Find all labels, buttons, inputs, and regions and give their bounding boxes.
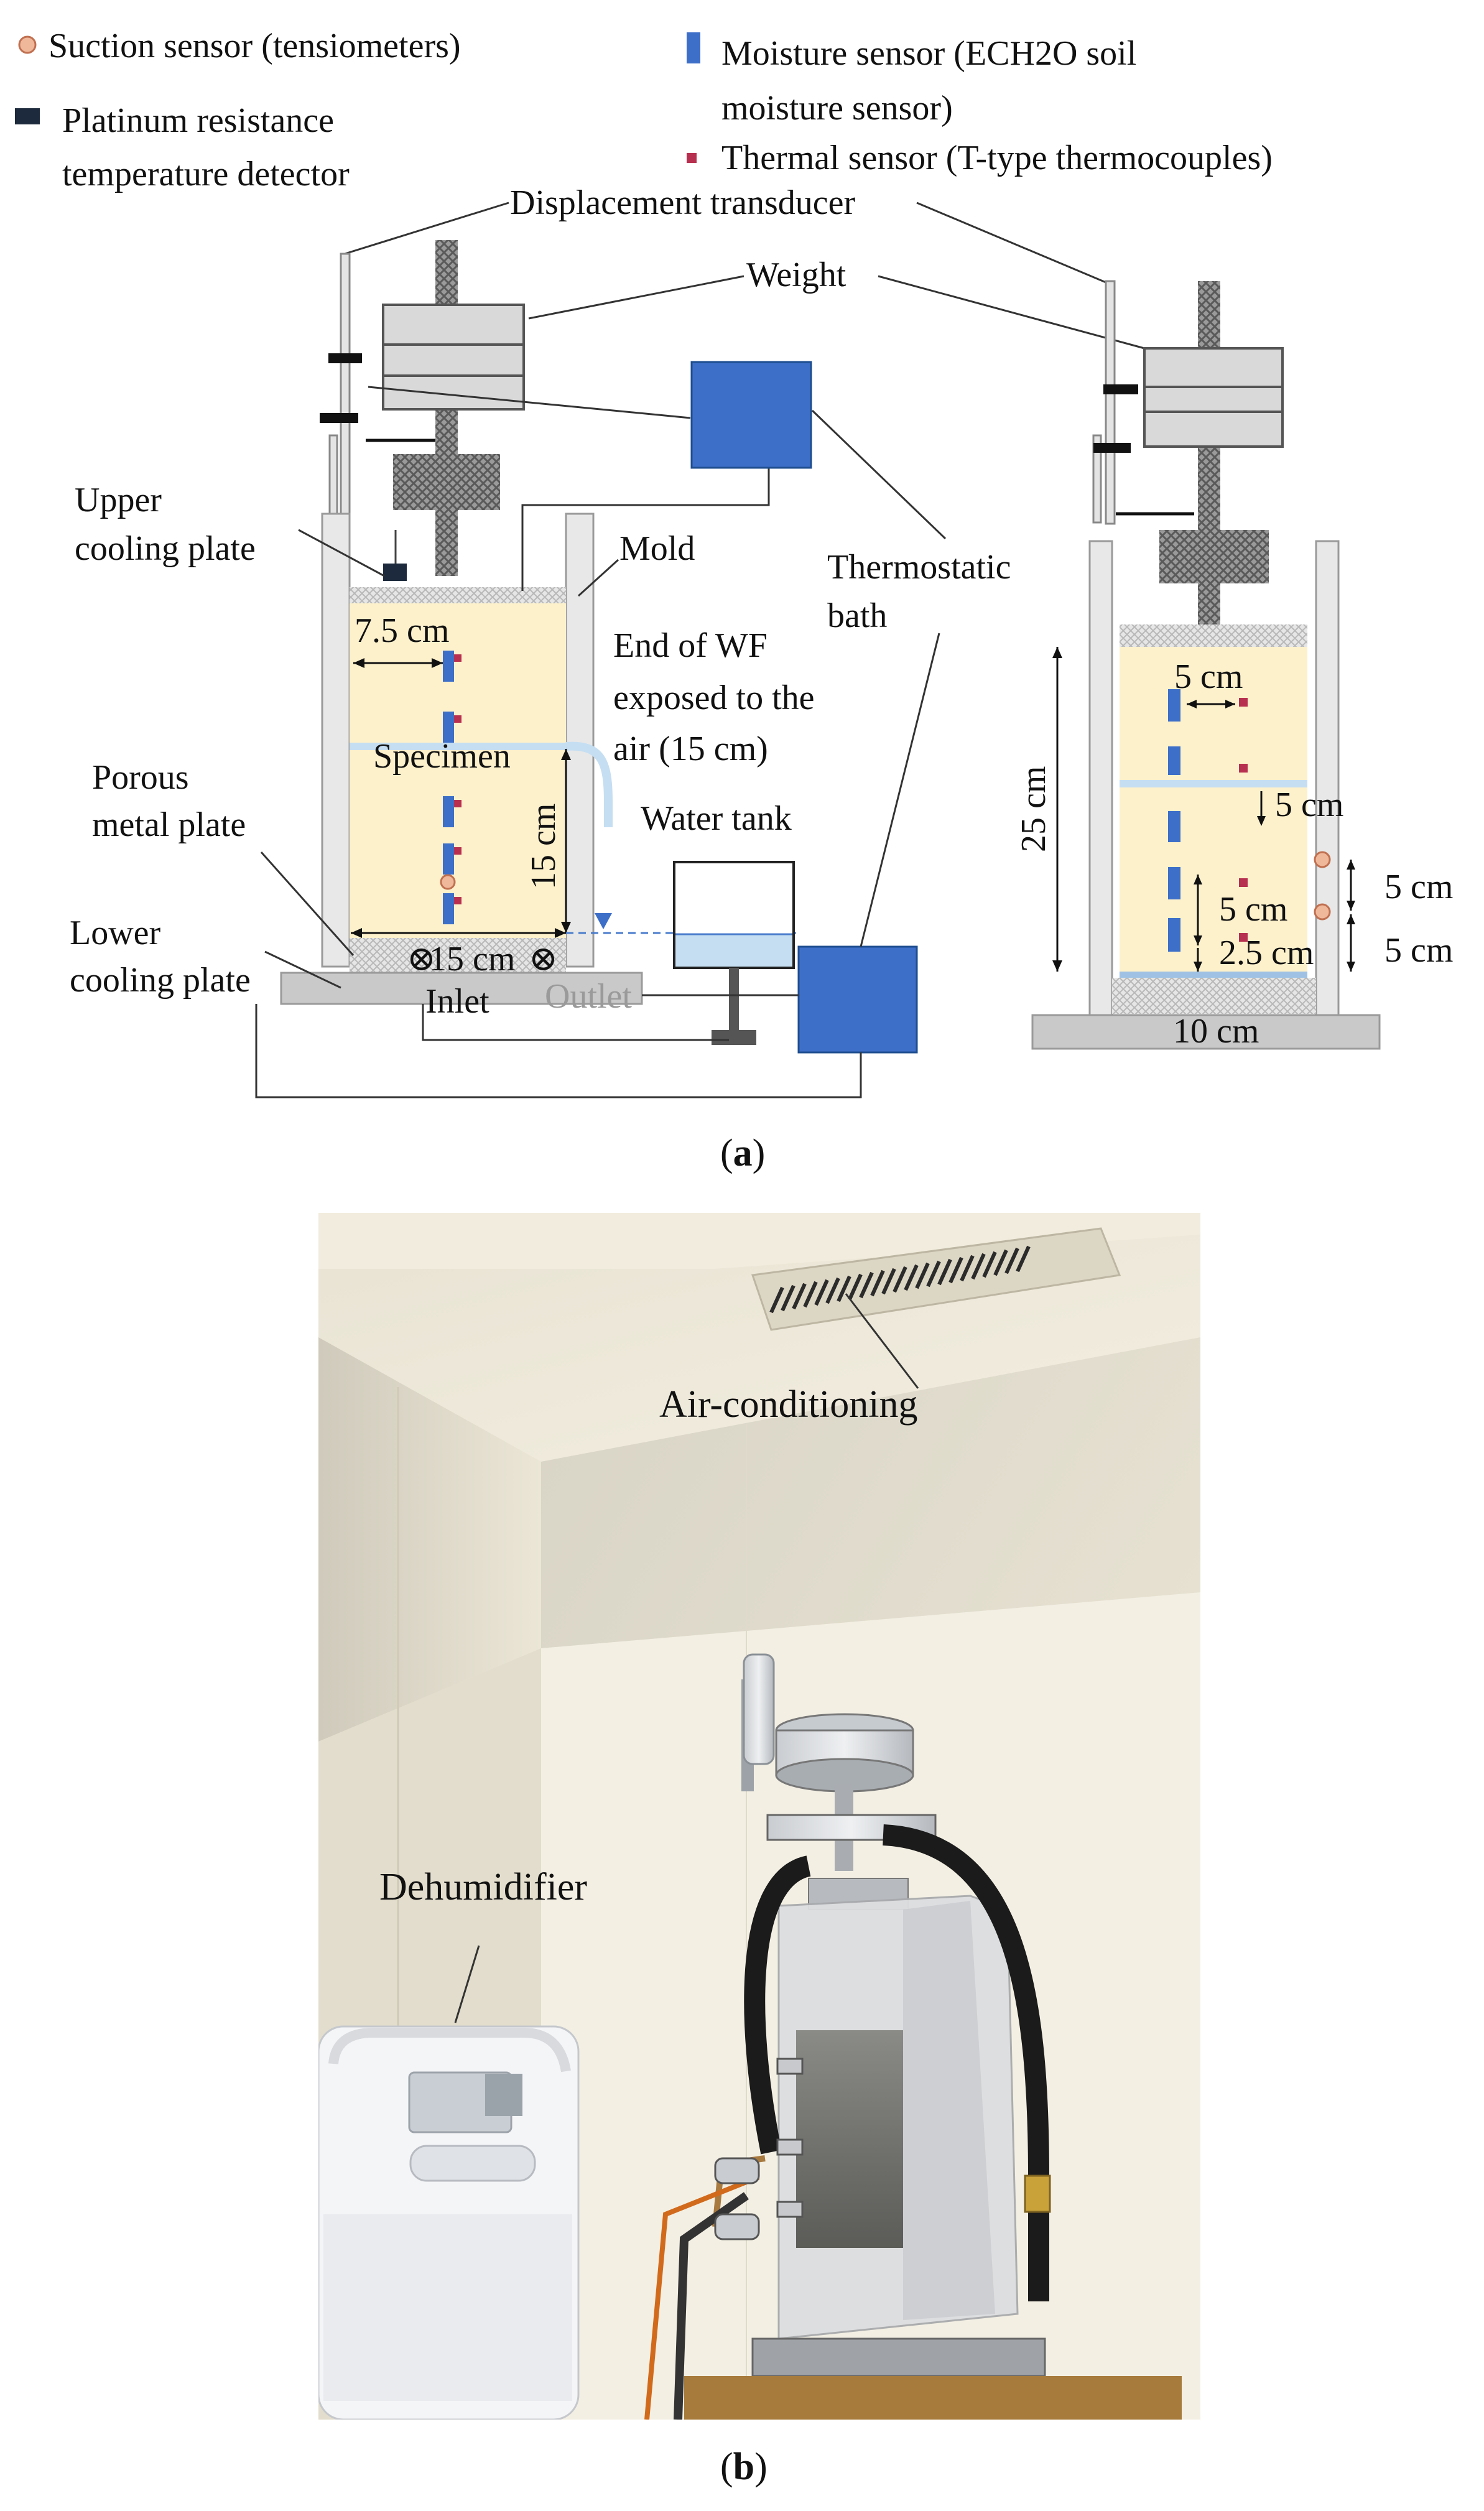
- right-apparatus: 5 cm 5 cm 5 cm 2.5 cm 5 cm 5 cm 25 cm 10: [1014, 280, 1453, 1051]
- left-displacement-rod: [340, 253, 351, 522]
- left-moisture-sensor-2: [443, 712, 454, 743]
- dim-25-cm: 25 cm: [1014, 766, 1053, 852]
- legend-platinum-label-1: Platinum resistance: [62, 101, 334, 140]
- moisture-sensor-icon: [687, 32, 700, 63]
- caption-a: (a): [720, 1132, 765, 1174]
- photo-b: Air-conditioning Dehumidifier (b): [318, 1213, 1200, 2488]
- label-lower-cooling-1: Lower: [70, 914, 161, 952]
- dim-5-cm-top: 5 cm: [1174, 657, 1243, 696]
- label-porous-1: Porous: [92, 758, 189, 797]
- label-displacement-transducer: Displacement transducer: [510, 183, 855, 222]
- dim-15-cm-horizontal: 15 cm: [429, 940, 515, 978]
- left-moisture-sensor-5: [443, 893, 454, 924]
- dim-5-cm-right-1: 5 cm: [1384, 868, 1453, 906]
- left-platinum-detector-icon: [383, 564, 407, 581]
- platinum-detector-icon: [15, 108, 40, 124]
- left-lower-cooling-plate: [280, 972, 643, 1005]
- legend-moisture-label-2: moisture sensor): [721, 89, 953, 128]
- label-end-wf-3: air (15 cm): [613, 730, 768, 768]
- label-dehumidifier: Dehumidifier: [379, 1866, 587, 1908]
- left-upper-cooling-block: [393, 454, 500, 510]
- left-porous-plate: [350, 938, 566, 973]
- label-end-wf-1: End of WF: [613, 626, 768, 665]
- label-thermostatic-bath-1: Thermostatic: [827, 548, 1011, 587]
- thermal-sensor-icon: [687, 153, 697, 163]
- left-upper-cooling-plate: [350, 587, 566, 603]
- left-apparatus: 7.5 cm Specimen 15 cm ⊗ 15 cm ⊗ Inlet Ou…: [70, 240, 1011, 1098]
- dim-2-5-cm: 2.5 cm: [1219, 934, 1314, 972]
- left-water-front: [350, 743, 566, 750]
- left-mold-wall-right: [565, 513, 595, 968]
- dim-10-cm: 10 cm: [1173, 1012, 1259, 1051]
- label-end-wf-2: exposed to the: [613, 679, 814, 717]
- label-lower-cooling-2: cooling plate: [70, 961, 251, 1000]
- label-air-conditioning: Air-conditioning: [659, 1383, 917, 1426]
- label-weight: Weight: [746, 256, 846, 294]
- suction-sensor-icon: [18, 35, 37, 54]
- caption-b: (b): [720, 2446, 768, 2488]
- right-weight: [1143, 347, 1284, 448]
- legend: Suction sensor (tensiometers) Platinum r…: [15, 27, 1273, 193]
- symbol-inlet-cross: ⊗: [407, 940, 436, 978]
- dim-5-cm-mid: 5 cm: [1275, 786, 1343, 824]
- diagram-a: Displacement transducer Weight: [70, 183, 1453, 1174]
- label-upper-cooling-plate-1: Upper: [75, 481, 162, 519]
- dim-15-cm-vertical: 15 cm: [524, 804, 563, 889]
- photo-apparatus: [644, 1653, 1182, 2420]
- right-specimen: [1120, 647, 1307, 972]
- dim-5-cm-a: 5 cm: [1219, 890, 1287, 929]
- label-mold: Mold: [619, 529, 695, 568]
- dim-5-cm-right-2: 5 cm: [1384, 931, 1453, 970]
- left-mold-wall-left: [321, 513, 351, 968]
- legend-suction-label: Suction sensor (tensiometers): [49, 27, 461, 65]
- air-conditioning-vent: [751, 1227, 1121, 1331]
- thermostatic-bath-bottom: [797, 945, 918, 1054]
- label-outlet: Outlet: [545, 977, 632, 1016]
- label-specimen: Specimen: [373, 737, 511, 776]
- label-thermostatic-bath-2: bath: [827, 596, 887, 635]
- left-moisture-sensor-3: [443, 796, 454, 827]
- symbol-outlet-cross: ⊗: [529, 940, 558, 978]
- dim-7-5-cm: 7.5 cm: [355, 611, 449, 650]
- legend-moisture-label-1: Moisture sensor (ECH2O soil: [721, 34, 1136, 73]
- legend-platinum-label-2: temperature detector: [62, 155, 350, 193]
- left-moisture-sensor-1: [443, 651, 454, 682]
- left-moisture-sensor-4: [443, 843, 454, 875]
- thermostatic-bath-top: [690, 361, 812, 469]
- label-upper-cooling-plate-2: cooling plate: [75, 529, 256, 568]
- label-inlet: Inlet: [425, 982, 489, 1021]
- label-water-tank: Water tank: [641, 799, 792, 838]
- dehumidifier: [318, 2025, 580, 2420]
- legend-thermal-label: Thermal sensor (T-type thermocouples): [721, 139, 1273, 177]
- label-porous-2: metal plate: [92, 805, 246, 844]
- left-weight: [382, 304, 525, 411]
